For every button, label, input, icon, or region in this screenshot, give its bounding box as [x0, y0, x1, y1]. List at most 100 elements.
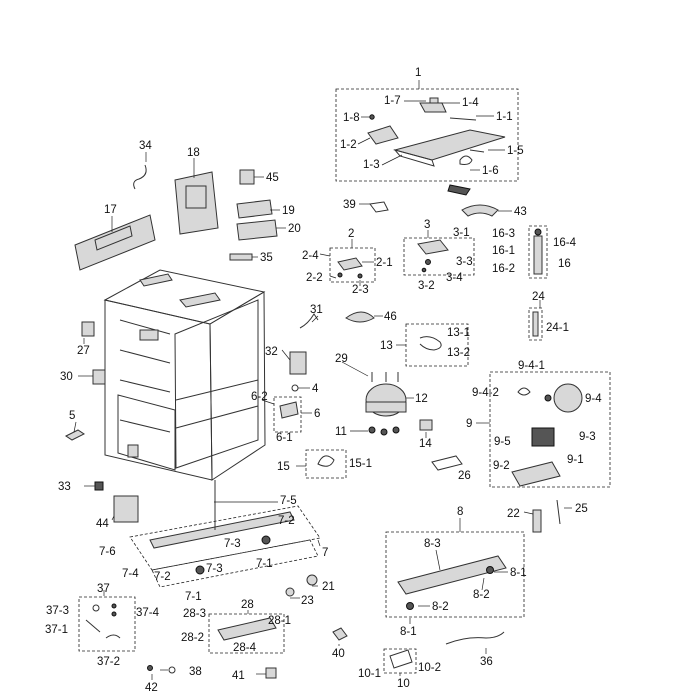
- callout-28-2: 28-2: [181, 632, 204, 644]
- callout-43: 43: [514, 206, 527, 218]
- part-19-board: [236, 199, 273, 219]
- group-box-8: [385, 531, 525, 618]
- callout-16: 16: [558, 258, 571, 270]
- callout-7-3-bottom: 7-3: [206, 563, 223, 575]
- group-box-1: [335, 88, 519, 182]
- part-2-3-screw: [357, 273, 363, 279]
- part-2-2-screw: [337, 272, 343, 278]
- callout-3-1: 3-1: [453, 227, 470, 239]
- callout-21: 21: [322, 581, 335, 593]
- callout-6: 6: [314, 408, 320, 420]
- group-box-9: [489, 371, 611, 488]
- callout-37-1: 37-1: [45, 624, 68, 636]
- callout-4: 4: [312, 383, 319, 395]
- part-35-bracket: [229, 253, 253, 261]
- callout-6-1: 6-1: [276, 432, 293, 444]
- callout-27: 27: [77, 345, 90, 357]
- callout-8: 8: [457, 506, 463, 518]
- callout-3-3: 3-3: [456, 256, 473, 268]
- group-boxes: [78, 88, 611, 674]
- callout-14: 14: [419, 438, 432, 450]
- callout-3-4: 3-4: [446, 272, 463, 284]
- part-7-1-wheel: [195, 565, 205, 575]
- callout-9-4: 9-4: [585, 393, 602, 405]
- part-45-board: [239, 169, 255, 185]
- callout-9-1: 9-1: [567, 454, 584, 466]
- callout-7-3-top: 7-3: [224, 538, 241, 550]
- callout-7-2-bottom: 7-2: [154, 571, 171, 583]
- part-7-3-wheel: [261, 535, 271, 545]
- callout-29: 29: [335, 353, 348, 365]
- part-29-screws: [371, 372, 399, 382]
- part-38-nut: [168, 666, 176, 674]
- part-40-connector: [332, 627, 348, 641]
- part-8-2-wheel: [406, 602, 414, 610]
- part-42-screw: [147, 665, 153, 671]
- callout-25: 25: [575, 503, 588, 515]
- callout-36: 36: [480, 656, 493, 668]
- callout-32: 32: [265, 346, 278, 358]
- part-15-wire: [317, 455, 335, 467]
- callout-15-1: 15-1: [349, 458, 372, 470]
- part-41-clip: [265, 667, 277, 679]
- callout-44: 44: [96, 518, 109, 530]
- callout-16-2: 16-2: [492, 263, 515, 275]
- callout-11: 11: [335, 426, 347, 438]
- callout-13-1: 13-1: [447, 327, 470, 339]
- callout-10: 10: [397, 678, 410, 690]
- part-6-bracket: [279, 401, 299, 419]
- part-37-hardware: [85, 603, 121, 639]
- part-12-compressor: [365, 383, 407, 417]
- callout-3-2: 3-2: [418, 280, 435, 292]
- group-box-3: [403, 237, 475, 276]
- callout-18: 18: [187, 147, 200, 159]
- group-box-24: [528, 307, 543, 341]
- part-3-3-pin: [425, 259, 431, 265]
- part-3-1-plate: [417, 239, 449, 255]
- callout-41: 41: [232, 670, 245, 682]
- callout-7-4: 7-4: [122, 568, 139, 580]
- part-8-3-base: [397, 555, 507, 595]
- part-5-fitting: [65, 429, 85, 441]
- part-34-wire: [133, 164, 147, 190]
- callout-24-1: 24-1: [546, 322, 569, 334]
- callout-28: 28: [241, 599, 254, 611]
- callout-20: 20: [288, 223, 301, 235]
- part-23-wheel: [285, 587, 295, 597]
- part-1-top-cover: [367, 97, 506, 196]
- part-16-cylinder: [533, 235, 543, 275]
- part-26-tray: [431, 455, 463, 471]
- part-46-fan: [345, 311, 375, 323]
- callout-30: 30: [60, 371, 73, 383]
- group-box-2: [329, 247, 376, 283]
- callout-31: 31: [310, 304, 323, 316]
- callout-42: 42: [145, 682, 158, 694]
- part-27-cover: [81, 321, 95, 337]
- callout-1-5: 1-5: [507, 145, 524, 157]
- callout-15: 15: [277, 461, 290, 473]
- part-8-1-wheel: [486, 566, 494, 574]
- callout-1-4: 1-4: [462, 97, 479, 109]
- part-13-harness: [419, 336, 442, 351]
- callout-28-1: 28-1: [268, 615, 291, 627]
- part-16-3-cap: [534, 228, 542, 236]
- callout-5: 5: [69, 410, 75, 422]
- callout-2-1: 2-1: [376, 257, 393, 269]
- callout-28-3: 28-3: [183, 608, 206, 620]
- part-17-panel: [74, 214, 156, 271]
- callout-7-1-bottom: 7-1: [185, 591, 202, 603]
- part-11-grommets: [368, 426, 400, 436]
- callout-7-2-top: 7-2: [278, 515, 295, 527]
- part-33-plug: [94, 481, 104, 491]
- callout-26: 26: [458, 470, 471, 482]
- callout-7: 7: [322, 547, 328, 559]
- part-25-rod: [556, 499, 561, 525]
- part-28-bracket: [217, 617, 277, 641]
- part-21-wheel: [306, 574, 318, 586]
- callout-9: 9: [466, 418, 472, 430]
- callout-40: 40: [332, 648, 345, 660]
- callout-23: 23: [301, 595, 314, 607]
- callout-16-4: 16-4: [553, 237, 577, 249]
- callout-39: 39: [343, 199, 356, 211]
